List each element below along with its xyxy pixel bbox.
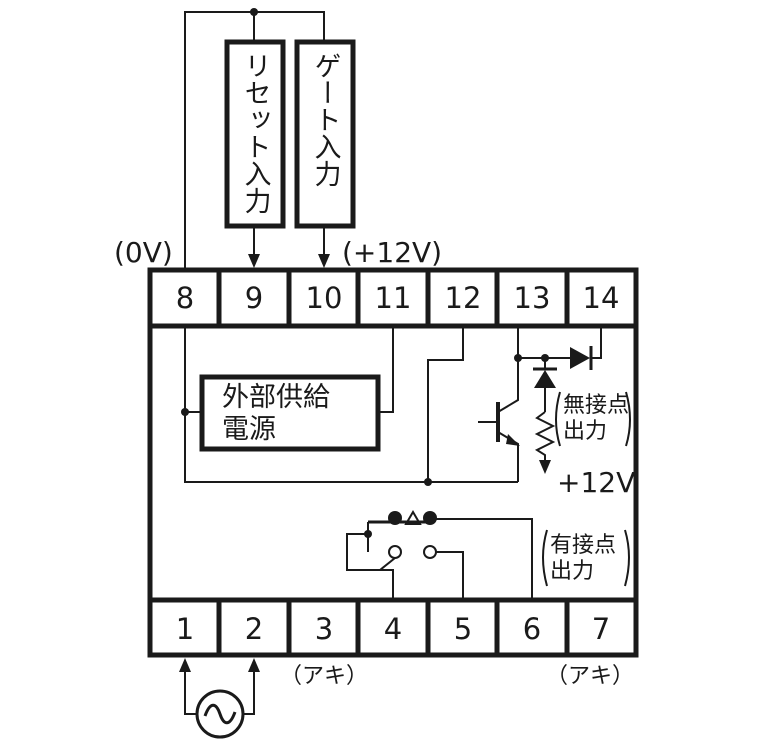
- top-terminal-separators: [216, 270, 570, 326]
- protection-diode-icon: [533, 358, 557, 412]
- unit-body: [147, 267, 639, 658]
- bottom-terminal-separators: [216, 600, 570, 655]
- terminal-3: 3: [315, 612, 333, 646]
- gate-input-box: [294, 39, 356, 229]
- terminal-9: 9: [245, 281, 263, 315]
- no-contact-bracket: [555, 391, 561, 447]
- terminal-8: 8: [176, 281, 194, 315]
- no-contact-bracket-right: [625, 391, 631, 447]
- zero-volt-label: (0V): [114, 236, 173, 269]
- terminal-4: 4: [384, 612, 402, 646]
- terminal-6: 6: [523, 612, 541, 646]
- no-contact-output-label-1: 無接点: [563, 393, 629, 418]
- ac-source-wiring: [179, 658, 260, 715]
- transistor-icon: [478, 358, 520, 482]
- unused-note-7: （アキ）: [546, 664, 634, 689]
- ac-source-icon: [195, 689, 245, 739]
- terminal-14: 14: [583, 281, 620, 315]
- input-wiring: [184, 8, 330, 270]
- relay-wiring: [346, 518, 533, 600]
- power-block-line2: 電源: [222, 414, 276, 445]
- terminal-11: 11: [375, 281, 412, 315]
- terminal-12: 12: [445, 281, 482, 315]
- relay-contact-icon: [367, 510, 437, 559]
- internal-wiring: [181, 326, 602, 486]
- external-power-block: [199, 374, 381, 452]
- plus12-volt-label-out: +12V: [557, 466, 635, 499]
- gate-input-label: ゲート入力: [310, 52, 341, 187]
- diode-icon: [570, 346, 593, 370]
- resistor-icon: [534, 411, 556, 474]
- no-contact-output-label-2: 出力: [563, 419, 607, 444]
- terminal-13: 13: [514, 281, 551, 315]
- unused-note-3: （アキ）: [280, 664, 368, 689]
- contact-output-label-1: 有接点: [550, 533, 616, 558]
- contact-bracket: [542, 529, 548, 587]
- terminal-7: 7: [592, 612, 610, 646]
- reset-input-box: [224, 39, 286, 229]
- power-block-line1: 外部供給: [222, 382, 330, 413]
- reset-input-label: リセット入力: [240, 52, 271, 214]
- plus12-volt-label-top: (+12V): [342, 236, 442, 269]
- terminal-2: 2: [245, 612, 263, 646]
- terminal-5: 5: [454, 612, 472, 646]
- terminal-10: 10: [306, 281, 343, 315]
- terminal-1: 1: [176, 612, 194, 646]
- contact-output-label-2: 出力: [550, 559, 594, 584]
- contact-bracket-right: [624, 529, 630, 587]
